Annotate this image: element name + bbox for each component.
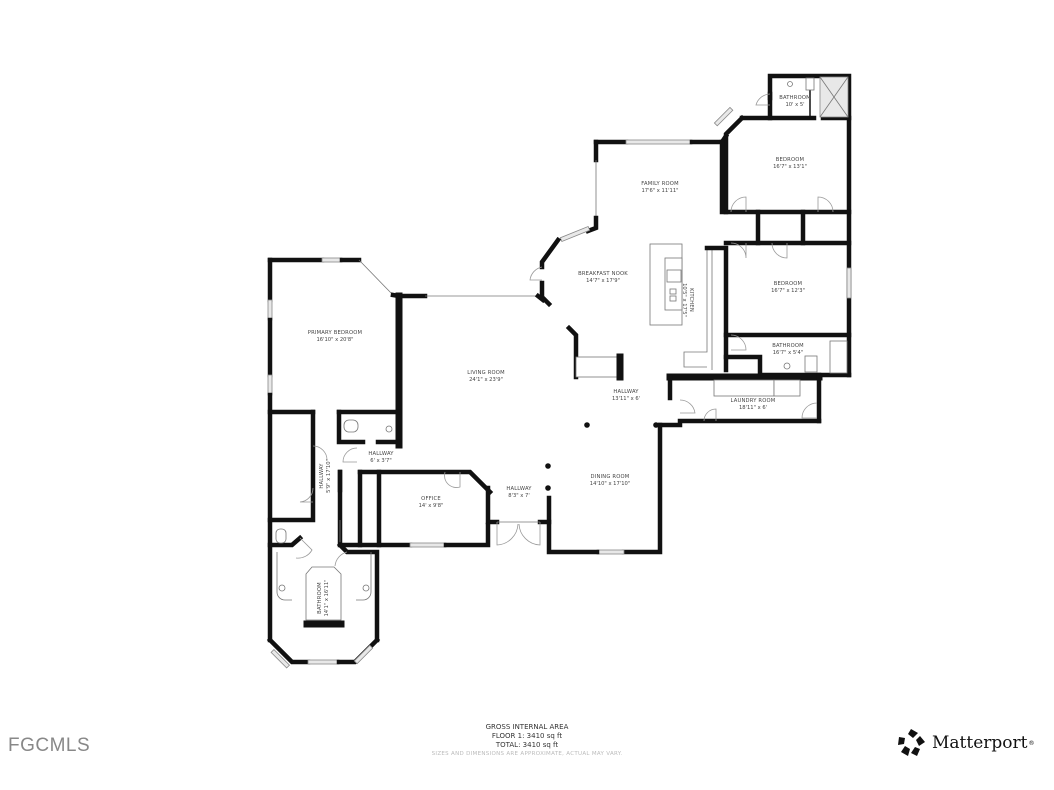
room-name: PRIMARY BEDROOM <box>308 330 362 336</box>
room-dimensions: 13'11" x 6' <box>612 396 640 402</box>
room-dimensions: 17'6" x 11'11" <box>641 188 678 194</box>
matterport-wordmark: Matterport <box>932 733 1028 753</box>
room-dimensions: 16'7" x 12'3" <box>771 288 805 294</box>
room-dimensions: 14'1" x 16'11" <box>324 579 330 616</box>
room-name: DINING ROOM <box>591 474 630 480</box>
room-name: BATHROOM <box>772 343 804 349</box>
room-dimensions: 18'11" x 6' <box>739 405 767 411</box>
registered-mark: ® <box>1028 739 1035 747</box>
primary-bathroom-walls <box>266 528 381 669</box>
room-name: HALLWAY <box>506 486 532 492</box>
west-hallway <box>267 409 343 545</box>
area-title: GROSS INTERNAL AREA <box>485 723 569 731</box>
room-name: BREAKFAST NOOK <box>578 271 628 277</box>
room-dimensions: 5'9" x 17'10" <box>326 459 332 493</box>
room-name: HALLWAY <box>613 389 639 395</box>
matterport-logo: Matterport® <box>896 728 1034 758</box>
room-name: HALLWAY <box>368 451 394 457</box>
office-walls <box>337 469 494 548</box>
room-name: LAUNDRY ROOM <box>731 398 776 404</box>
room-name: HALLWAY <box>319 463 325 489</box>
bedroom-2 <box>730 242 852 374</box>
disclaimer: SIZES AND DIMENSIONS ARE APPROXIMATE, AC… <box>431 751 623 757</box>
room-dimensions: 10'5" x 17'5" <box>681 283 687 317</box>
room-dimensions: 8'3" x 7' <box>508 493 530 499</box>
area-summary: GROSS INTERNAL AREA FLOOR 1: 3410 sq ft … <box>0 723 1054 759</box>
room-dimensions: 6' x 3'7" <box>370 458 392 464</box>
living-room-walls <box>395 292 659 491</box>
total-area: TOTAL: 3410 sq ft <box>495 741 559 749</box>
primary-bedroom-walls <box>267 257 402 643</box>
room-labels: BATHROOM 10' x 5' BEDROOM 16'7" x 13'1" … <box>308 95 811 617</box>
room-name: BATHROOM <box>779 95 811 101</box>
floor-area: FLOOR 1: 3410 sq ft <box>491 732 563 740</box>
room-name: LIVING ROOM <box>467 370 505 376</box>
matterport-logo-icon <box>898 729 925 756</box>
room-dimensions: 16'10" x 20'8" <box>316 337 353 343</box>
dining-room-walls <box>546 422 663 555</box>
bedroom-wing-top <box>713 73 852 378</box>
room-name: BATHROOM <box>317 582 323 614</box>
breakfast-nook-bay <box>529 226 591 308</box>
family-room-walls <box>585 132 730 234</box>
mls-watermark: FGCMLS <box>8 735 91 756</box>
room-name: KITCHEN <box>688 288 694 312</box>
room-dimensions: 10' x 5' <box>785 102 804 108</box>
laundry-room <box>657 372 823 428</box>
room-dimensions: 24'1" x 23'9" <box>469 377 503 383</box>
room-name: FAMILY ROOM <box>641 181 679 187</box>
closets <box>723 209 852 246</box>
room-dimensions: 14'10" x 17'10" <box>590 481 630 487</box>
entry-hallway <box>485 485 552 546</box>
room-dimensions: 14' x 9'8" <box>419 503 444 509</box>
room-name: BEDROOM <box>774 281 802 287</box>
room-name: BEDROOM <box>776 157 804 163</box>
room-dimensions: 14'7" x 17'9" <box>586 278 620 284</box>
kitchen <box>649 243 852 378</box>
room-dimensions: 16'7" x 5'4" <box>773 350 804 356</box>
room-name: OFFICE <box>421 496 441 502</box>
room-dimensions: 16'7" x 13'1" <box>773 164 807 170</box>
